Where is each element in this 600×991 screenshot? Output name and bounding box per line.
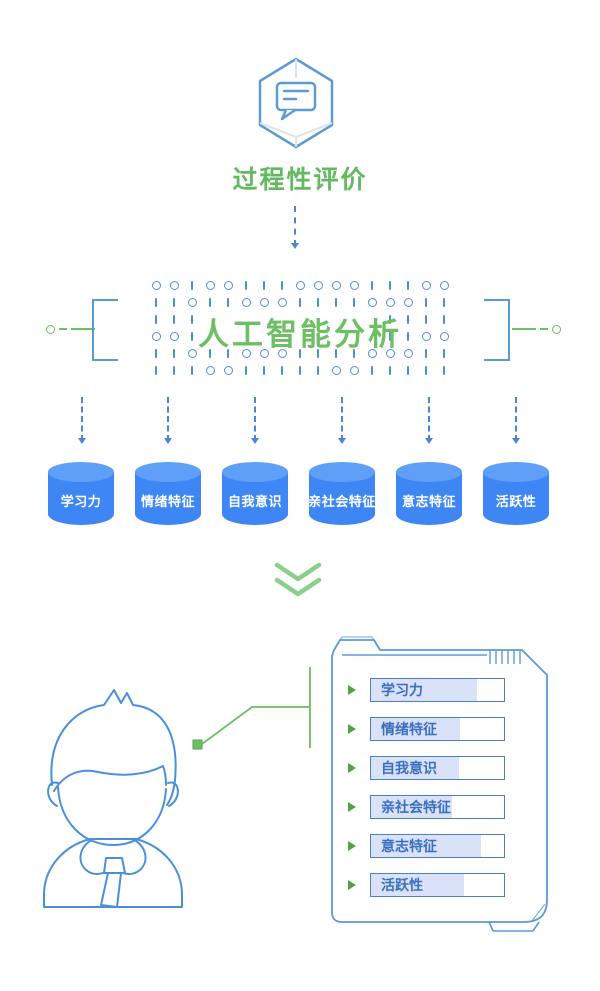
down-arrow-icon (251, 397, 259, 444)
dot-matrix-decoration (147, 277, 453, 379)
score-bar: 自我意识 (370, 755, 505, 780)
green-arrow-bullet-icon (348, 684, 356, 695)
dimension-score-list: 学习力 情绪特征 自我意识 亲社会特征 (348, 677, 523, 911)
cylinder-label: 情绪特征 (140, 494, 195, 509)
score-bar-label: 意志特征 (381, 837, 437, 854)
list-item: 自我意识 (348, 755, 523, 780)
green-arrow-bullet-icon (348, 879, 356, 890)
list-item: 意志特征 (348, 833, 523, 858)
down-arrow-icon (291, 206, 299, 249)
score-bar: 学习力 (370, 677, 505, 702)
score-bar: 亲社会特征 (370, 794, 505, 819)
cylinder-label: 亲社会特征 (308, 494, 376, 509)
score-bar-label: 自我意识 (381, 759, 437, 776)
connector-dot-icon (552, 324, 561, 334)
down-arrow-icon (164, 397, 172, 444)
green-arrow-bullet-icon (348, 840, 356, 851)
cylinder-label: 意志特征 (401, 494, 456, 509)
ai-analysis-title: 人工智能分析 (198, 317, 402, 352)
right-bracket-icon (484, 299, 510, 361)
db-cylinder-will: 意志特征 (394, 460, 464, 528)
hexagon-chat-bubble-icon (254, 56, 338, 150)
score-bar-label: 活跃性 (381, 876, 423, 893)
score-bar: 活跃性 (370, 872, 505, 897)
list-item: 活跃性 (348, 872, 523, 897)
double-chevron-down-icon (274, 562, 322, 607)
green-arrow-bullet-icon (348, 723, 356, 734)
down-arrow-icon (338, 397, 346, 444)
connector-dot-icon (46, 324, 55, 334)
cylinder-label: 学习力 (60, 494, 102, 509)
avatar-panel-connector (190, 660, 320, 760)
left-bracket-icon (92, 299, 118, 361)
list-item: 学习力 (348, 677, 523, 702)
score-bar: 情绪特征 (370, 716, 505, 741)
green-arrow-bullet-icon (348, 801, 356, 812)
db-cylinder-emotion: 情绪特征 (133, 460, 203, 528)
down-arrow-icon (425, 397, 433, 444)
cylinder-label: 自我意识 (227, 494, 282, 509)
score-bar-label: 亲社会特征 (381, 798, 451, 815)
cylinder-label: 活跃性 (495, 494, 537, 509)
left-connector-line (46, 324, 95, 334)
student-avatar (28, 683, 198, 918)
db-cylinder-prosocial: 亲社会特征 (307, 460, 377, 528)
page-title: 过程性评价 (232, 166, 368, 194)
list-item: 情绪特征 (348, 716, 523, 741)
db-cylinder-self-awareness: 自我意识 (220, 460, 290, 528)
score-bar-label: 情绪特征 (381, 720, 437, 737)
score-bar: 意志特征 (370, 833, 505, 858)
right-connector-line (512, 324, 561, 334)
score-bar-label: 学习力 (381, 681, 423, 698)
db-cylinder-learning: 学习力 (46, 460, 116, 528)
down-arrow-icon (512, 397, 520, 444)
list-item: 亲社会特征 (348, 794, 523, 819)
green-arrow-bullet-icon (348, 762, 356, 773)
down-arrow-icon (78, 397, 86, 444)
db-cylinder-activity: 活跃性 (481, 460, 551, 528)
